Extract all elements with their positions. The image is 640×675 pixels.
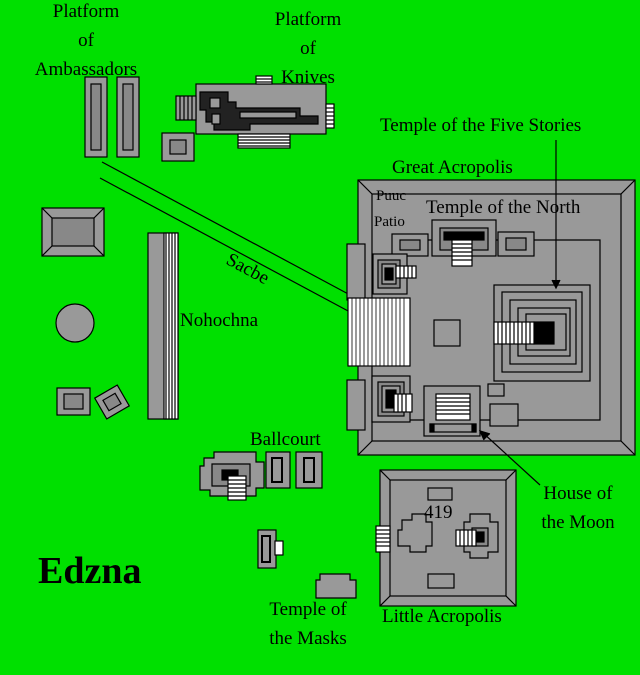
nohochna [147, 232, 179, 420]
puuc-patio-structure [372, 253, 417, 295]
little-acropolis [375, 469, 517, 607]
temple-of-the-north [391, 219, 535, 267]
structure-419-label: 419 [424, 502, 453, 523]
temple-of-the-masks-label-line2: the Masks [269, 628, 347, 649]
small-structure-south [257, 529, 284, 569]
temple-of-the-masks [315, 573, 357, 599]
platform-of-knives-label-line2: of [300, 38, 316, 59]
round-altar [55, 303, 95, 343]
platform-of-knives-label-line3: Knives [281, 67, 335, 88]
platform-of-knives-label-line1: Platform [274, 9, 342, 30]
map-title: Edzna [38, 550, 142, 592]
ballcourt-label: Ballcourt [250, 429, 321, 450]
platform-of-ambassadors-label-line3: Ambassadors [34, 59, 138, 80]
platform-of-knives [175, 75, 335, 149]
nohochna-label: Nohochna [180, 310, 259, 331]
platform-of-ambassadors-label-line2: of [78, 30, 94, 51]
west-structure [41, 207, 105, 257]
ballcourt [199, 451, 323, 501]
small-temples-west [56, 384, 131, 420]
platform-of-ambassadors [84, 76, 140, 158]
great-acropolis-label: Great Acropolis [392, 157, 513, 178]
southwest-temple [371, 375, 413, 423]
house-of-the-moon-label-line1: House of [543, 483, 613, 504]
temple-of-the-masks-label-line1: Temple of [269, 599, 347, 620]
little-acropolis-label: Little Acropolis [382, 606, 502, 627]
temple-of-the-five-stories-label: Temple of the Five Stories [380, 115, 582, 136]
puuc-patio-label-line1: Puuc [376, 188, 406, 204]
sacbe-road [99, 161, 353, 313]
small-platform [161, 132, 195, 162]
temple-of-the-five-stories [493, 284, 591, 382]
house-of-the-moon-label-line2: the Moon [541, 512, 615, 533]
annotation-arrows [478, 140, 561, 486]
platform-of-ambassadors-label-line1: Platform [52, 1, 120, 22]
temple-of-the-north-label: Temple of the North [426, 197, 581, 218]
house-of-the-moon [423, 383, 519, 437]
puuc-patio-label-line2: Patio [374, 214, 405, 230]
